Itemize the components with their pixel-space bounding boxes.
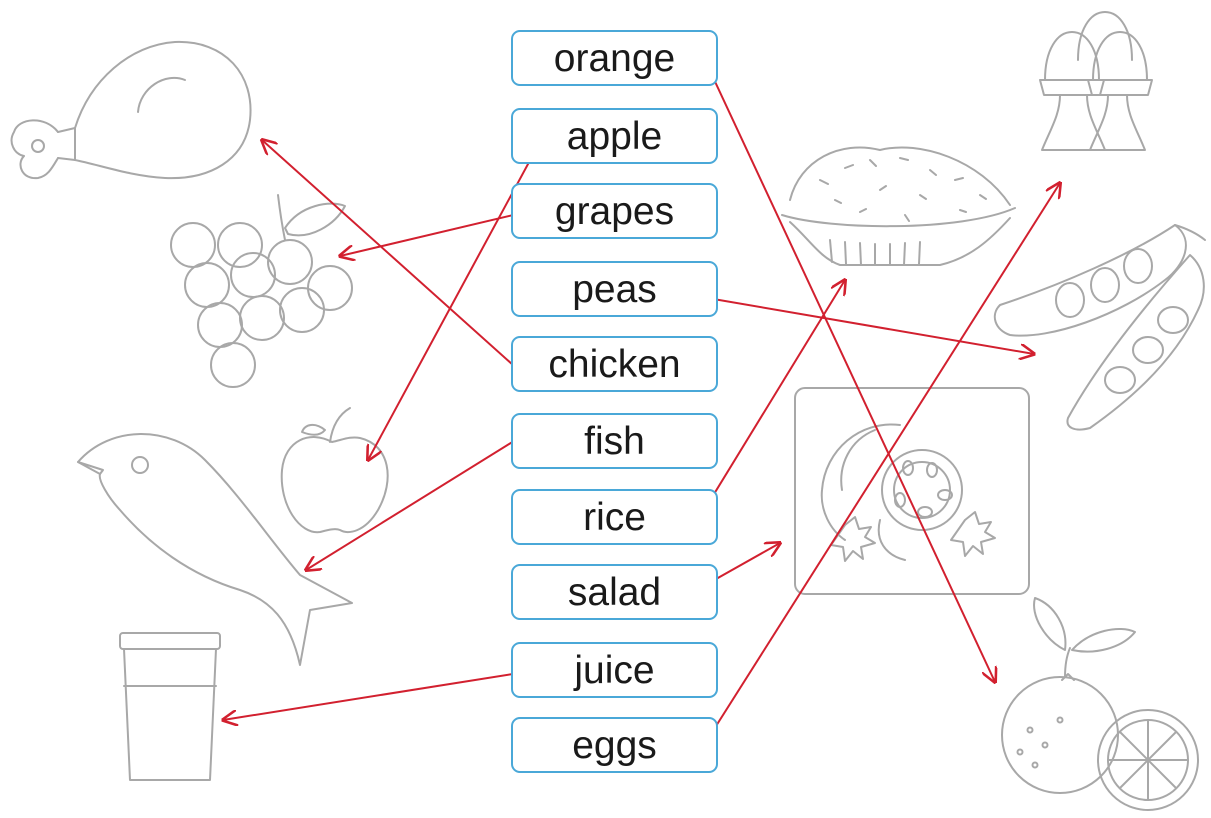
juice-cup-icon bbox=[119, 632, 221, 781]
word-label: peas bbox=[572, 267, 657, 311]
orange-icon bbox=[1001, 597, 1199, 811]
word-box-eggs[interactable]: eggs bbox=[511, 717, 718, 773]
word-label: fish bbox=[584, 419, 645, 463]
arrow-fish bbox=[306, 440, 515, 570]
word-label: apple bbox=[566, 114, 663, 158]
word-label: chicken bbox=[548, 342, 681, 386]
arrow-peas bbox=[689, 294, 1034, 354]
word-box-apple[interactable]: apple bbox=[511, 108, 718, 164]
word-box-juice[interactable]: juice bbox=[511, 642, 718, 698]
arrow-juice bbox=[223, 673, 514, 720]
fish-icon bbox=[77, 433, 353, 666]
arrow-rice bbox=[702, 280, 845, 513]
word-box-rice[interactable]: rice bbox=[511, 489, 718, 545]
word-label: juice bbox=[574, 648, 655, 692]
arrow-chicken bbox=[262, 140, 514, 366]
grapes-icon bbox=[170, 194, 353, 388]
salad-plate-icon bbox=[794, 387, 1030, 595]
word-label: eggs bbox=[572, 723, 657, 767]
arrow-grapes bbox=[340, 211, 527, 256]
word-label: grapes bbox=[554, 189, 675, 233]
rice-bowl-icon bbox=[781, 146, 1016, 266]
word-box-chicken[interactable]: chicken bbox=[511, 336, 718, 392]
word-box-fish[interactable]: fish bbox=[511, 413, 718, 469]
arrow-eggs bbox=[703, 183, 1060, 746]
peas-pod-icon bbox=[993, 224, 1206, 431]
word-label: rice bbox=[583, 495, 646, 539]
arrow-orange bbox=[703, 57, 995, 682]
word-box-grapes[interactable]: grapes bbox=[511, 183, 718, 239]
word-box-peas[interactable]: peas bbox=[511, 261, 718, 317]
apple-icon bbox=[280, 407, 389, 534]
eggs-icon bbox=[1039, 11, 1153, 151]
word-label: orange bbox=[553, 36, 676, 80]
chicken-leg-icon bbox=[10, 40, 252, 180]
word-box-orange[interactable]: orange bbox=[511, 30, 718, 86]
word-label: salad bbox=[567, 570, 662, 614]
word-box-salad[interactable]: salad bbox=[511, 564, 718, 620]
